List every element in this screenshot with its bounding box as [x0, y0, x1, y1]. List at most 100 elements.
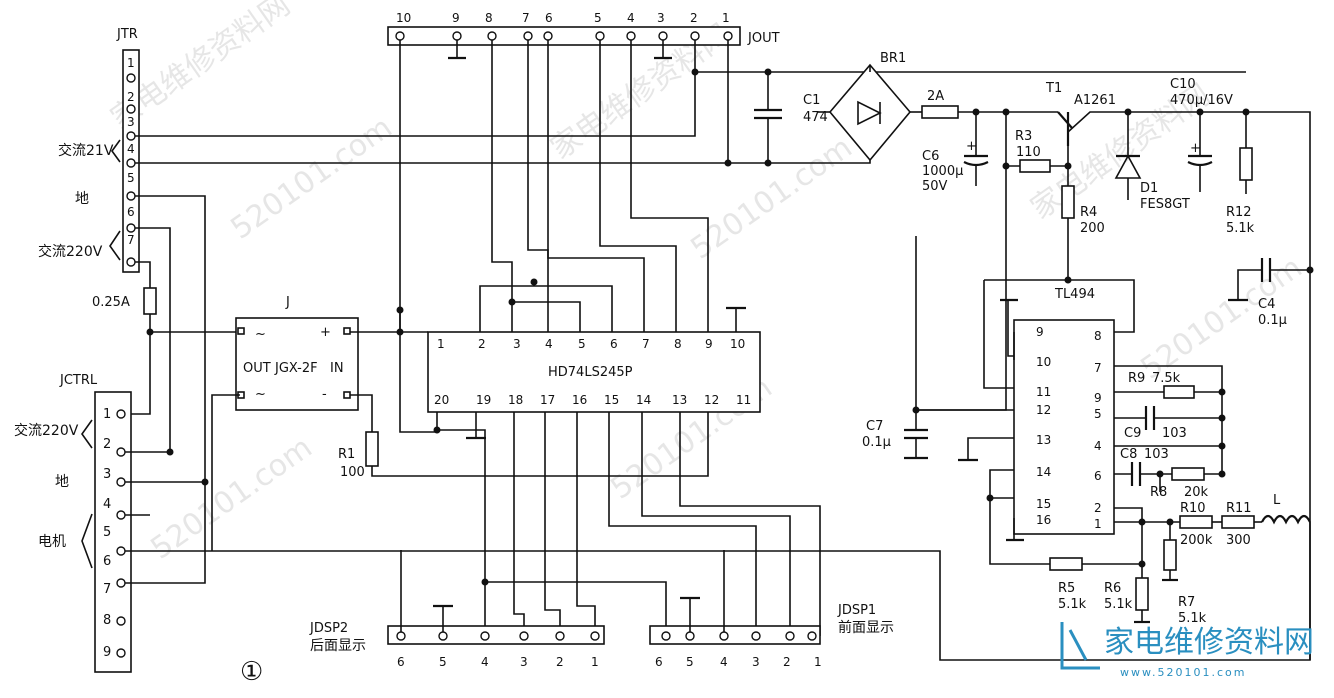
c6-voltage: 50V — [922, 179, 948, 194]
hd74-pin: 17 — [540, 393, 555, 407]
capacitor-c6: + C6 1000μ 50V — [922, 112, 989, 194]
jdsp2-pin: 2 — [556, 655, 564, 669]
tl494-right-pins: 8 7 9 5 4 6 2 1 — [1094, 329, 1102, 531]
relay-ref: J — [285, 295, 290, 310]
jout-pin-number: 10 — [396, 11, 411, 25]
jtr-ac21-label: 交流21V — [58, 142, 114, 159]
c4-value: 0.1μ — [1258, 313, 1287, 328]
logo-url: www.520101.com — [1120, 666, 1246, 679]
r3-value: 110 — [1016, 145, 1041, 160]
hd74-pin: 19 — [476, 393, 491, 407]
jctrl-pin-number: 4 — [103, 497, 111, 512]
jtr-pin-number: 6 — [127, 205, 135, 219]
transistor-t1: T1 A1261 — [1045, 81, 1128, 186]
r5-ref: R5 — [1058, 581, 1075, 596]
tl494-pin: 8 — [1094, 329, 1102, 343]
tl494-pin: 13 — [1036, 433, 1051, 447]
relay-ac-symbol: ~ — [255, 327, 266, 342]
capacitor-c1: C1 474 — [754, 68, 828, 167]
bridge-rectifier-br1: BR1 — [728, 51, 922, 164]
jctrl-body — [94, 391, 132, 673]
tl494-pin: 6 — [1094, 469, 1102, 483]
d1-ref: D1 — [1140, 181, 1158, 196]
c9-ref: C9 — [1124, 426, 1141, 441]
tl494-pin: 14 — [1036, 465, 1051, 479]
watermark-site: 520101.com — [225, 110, 399, 247]
fuse2-label: 2A — [927, 89, 944, 104]
jtr-pin-terminals — [126, 73, 136, 267]
c6-value: 1000μ — [922, 164, 963, 179]
resistor-r11: R11 300 — [1221, 501, 1262, 548]
tl494-pin: 9 — [1036, 325, 1044, 339]
r1-value: 100 — [340, 465, 365, 480]
jctrl-label: JCTRL — [59, 373, 98, 388]
tl494-pin: 1 — [1094, 517, 1102, 531]
jdsp1-pin: 4 — [720, 655, 728, 669]
hd74-pin: 12 — [704, 393, 719, 407]
c1-value: 474 — [803, 110, 828, 125]
relay-jgx-2f: J OUT JGX-2F IN + - ~ ~ — [211, 295, 400, 551]
jtr-pin-number: 5 — [127, 171, 135, 185]
inductor-l: L — [1261, 493, 1311, 660]
tl494-pin: 12 — [1036, 403, 1051, 417]
jout-pin-number: 8 — [485, 11, 493, 25]
resistor-r12: R12 5.1k — [1226, 108, 1255, 236]
jtr-wiring — [135, 72, 728, 482]
capacitor-c10: + C10 470μ/16V — [1128, 77, 1311, 270]
resistor-r4: R4 200 — [983, 185, 1135, 389]
jtr-ground-label: 地 — [75, 191, 89, 207]
jdsp1-pin: 1 — [814, 655, 822, 669]
jctrl-pin-number: 7 — [103, 582, 111, 597]
jctrl-pin-number: 5 — [103, 525, 111, 540]
tl494-pin: 10 — [1036, 355, 1051, 369]
jctrl-pin-number: 8 — [103, 613, 111, 628]
jout-pin-number: 9 — [452, 11, 460, 25]
tl494-pin: 16 — [1036, 513, 1051, 527]
c7-value: 0.1μ — [862, 435, 891, 450]
tl494-left-pins: 9 10 11 12 13 14 15 16 — [1036, 325, 1051, 527]
r12-ref: R12 — [1226, 205, 1252, 220]
jout-pin-numbers: 10 9 8 7 6 5 4 3 2 1 — [396, 11, 730, 25]
jdsp2-pin: 5 — [439, 655, 447, 669]
c10-ref: C10 — [1170, 77, 1196, 92]
r12-value: 5.1k — [1226, 221, 1255, 236]
jdsp1-pin: 6 — [655, 655, 663, 669]
jout-pin-number: 4 — [627, 11, 635, 25]
jtr-ac220-label: 交流220V — [38, 243, 103, 260]
resistor-r3: R3 110 — [916, 112, 1068, 411]
tl494-pin: 4 — [1094, 439, 1102, 453]
inductor-label: L — [1273, 493, 1281, 508]
jdsp1-pin: 2 — [783, 655, 791, 669]
connector-jtr: JTR 1 2 3 4 5 6 7 交流21V 地 交流220V — [38, 27, 140, 273]
relay-in-label: IN — [330, 361, 344, 376]
jdsp2-pin: 3 — [520, 655, 528, 669]
capacitor-c9: C9 103 — [1114, 406, 1222, 441]
jtr-pin-number: 3 — [127, 115, 135, 129]
r7-value: 5.1k — [1178, 611, 1207, 626]
r1-ref: R1 — [338, 447, 355, 462]
jdsp2-caption: 后面显示 — [310, 638, 366, 654]
hd74-pin: 2 — [478, 337, 486, 351]
r6-value: 5.1k — [1104, 597, 1133, 612]
r8-value: 20k — [1184, 485, 1209, 500]
capacitor-c7: C7 0.1μ — [862, 236, 1014, 460]
hd74-pin: 13 — [672, 393, 687, 407]
connector-jout: JOUT 10 9 8 7 6 5 4 3 2 1 — [387, 11, 780, 60]
c7-ref: C7 — [866, 419, 883, 434]
logo-text: 家电维修资料网 — [1104, 625, 1314, 660]
jout-pin-number: 5 — [594, 11, 602, 25]
jtr-label: JTR — [116, 27, 138, 42]
jctrl-ac220-label: 交流220V — [14, 422, 79, 439]
resistor-r5: R5 5.1k — [1049, 557, 1146, 612]
c4-ref: C4 — [1258, 297, 1275, 312]
jdsp2-pin: 4 — [481, 655, 489, 669]
hd74-pin: 6 — [610, 337, 618, 351]
c10-value: 470μ/16V — [1170, 93, 1233, 108]
jout-body — [387, 26, 741, 46]
connector-jdsp1: JDSP1 前面显示 6 5 4 3 2 1 — [649, 550, 894, 669]
hd74-pin: 11 — [736, 393, 751, 407]
svg-text:+: + — [1190, 141, 1201, 156]
jtr-pin-number: 2 — [127, 90, 135, 104]
tl494-part: TL494 — [1054, 287, 1095, 302]
